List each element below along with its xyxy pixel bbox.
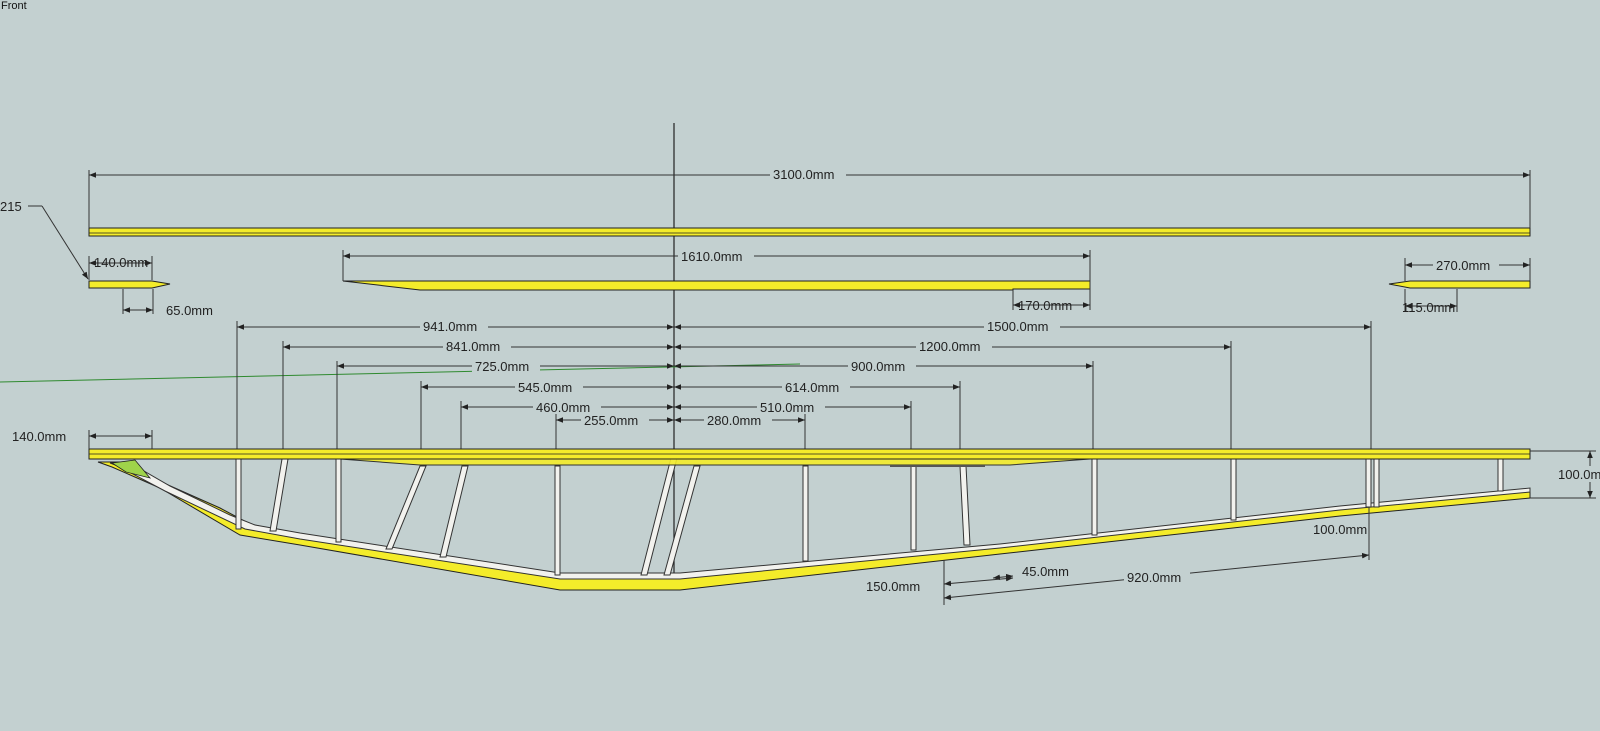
dim-215-leader: 215 bbox=[0, 199, 89, 280]
dim-270-label: 270.0mm bbox=[1436, 258, 1490, 273]
dim-left-65: 65.0mm bbox=[122, 289, 213, 318]
dim-45-label: 45.0mm bbox=[1022, 564, 1069, 579]
dim-900-label: 900.0mm bbox=[851, 359, 905, 374]
dim-841-label: 841.0mm bbox=[446, 339, 500, 354]
dim-1610-label: 1610.0mm bbox=[681, 249, 742, 264]
station-dims-left: 941.0mm 841.0mm 725.0mm 545.0mm 460.0mm … bbox=[236, 318, 674, 449]
dim-45-150-920: 920.0mm 45.0mm 150.0mm bbox=[866, 552, 1370, 605]
station-dims-right: 1500.0mm 1200.0mm 900.0mm 614.0mm 510.0m… bbox=[674, 318, 1372, 449]
dim-614-label: 614.0mm bbox=[785, 380, 839, 395]
dim-1200-label: 1200.0mm bbox=[919, 339, 980, 354]
dim-215-label: 215 bbox=[0, 199, 22, 214]
dim-1500-label: 1500.0mm bbox=[987, 319, 1048, 334]
top-plank[interactable] bbox=[88, 227, 1531, 237]
dim-280-label: 280.0mm bbox=[707, 413, 761, 428]
dim-545-label: 545.0mm bbox=[518, 380, 572, 395]
dim-left-65-label: 65.0mm bbox=[166, 303, 213, 318]
dim-end-140-label: 140.0mm bbox=[12, 429, 66, 444]
dim-115-label: 115.0mm bbox=[1402, 300, 1455, 315]
dim-460-label: 460.0mm bbox=[536, 400, 590, 415]
dim-255-label: 255.0mm bbox=[584, 413, 638, 428]
dim-left-140-label: 140.0mm bbox=[94, 255, 148, 270]
dim-725-label: 725.0mm bbox=[475, 359, 529, 374]
dim-170: 170.0mm bbox=[1012, 290, 1090, 313]
dim-end-height: 100.0mm bbox=[1530, 450, 1600, 499]
dim-3100: 3100.0mm bbox=[88, 166, 1531, 228]
dim-170-label: 170.0mm bbox=[1018, 298, 1072, 313]
dim-510-label: 510.0mm bbox=[760, 400, 814, 415]
dim-920-label: 920.0mm bbox=[1127, 570, 1181, 585]
dim-3100-label: 3100.0mm bbox=[773, 167, 834, 182]
dim-150-label: 150.0mm bbox=[866, 579, 920, 594]
center-plank[interactable] bbox=[342, 280, 1091, 291]
left-small-plank[interactable] bbox=[88, 280, 171, 289]
dim-rib-100: 100.0mm bbox=[1313, 507, 1370, 560]
dim-end-height-label: 100.0mm bbox=[1558, 467, 1600, 482]
right-small-plank[interactable] bbox=[1388, 280, 1531, 289]
top-chord[interactable] bbox=[88, 448, 1531, 467]
dim-1610: 1610.0mm bbox=[342, 247, 1091, 310]
dim-left-140: 140.0mm bbox=[88, 255, 153, 280]
dim-270: 270.0mm bbox=[1404, 257, 1531, 281]
truss-ribs bbox=[235, 453, 1504, 576]
view-label: Front bbox=[1, 0, 27, 12]
dim-rib-100-label: 100.0mm bbox=[1313, 522, 1367, 537]
dim-end-140: 140.0mm bbox=[12, 429, 153, 449]
dim-115: 115.0mm bbox=[1402, 289, 1458, 315]
dim-941-label: 941.0mm bbox=[423, 319, 477, 334]
green-axis-line bbox=[0, 363, 801, 383]
